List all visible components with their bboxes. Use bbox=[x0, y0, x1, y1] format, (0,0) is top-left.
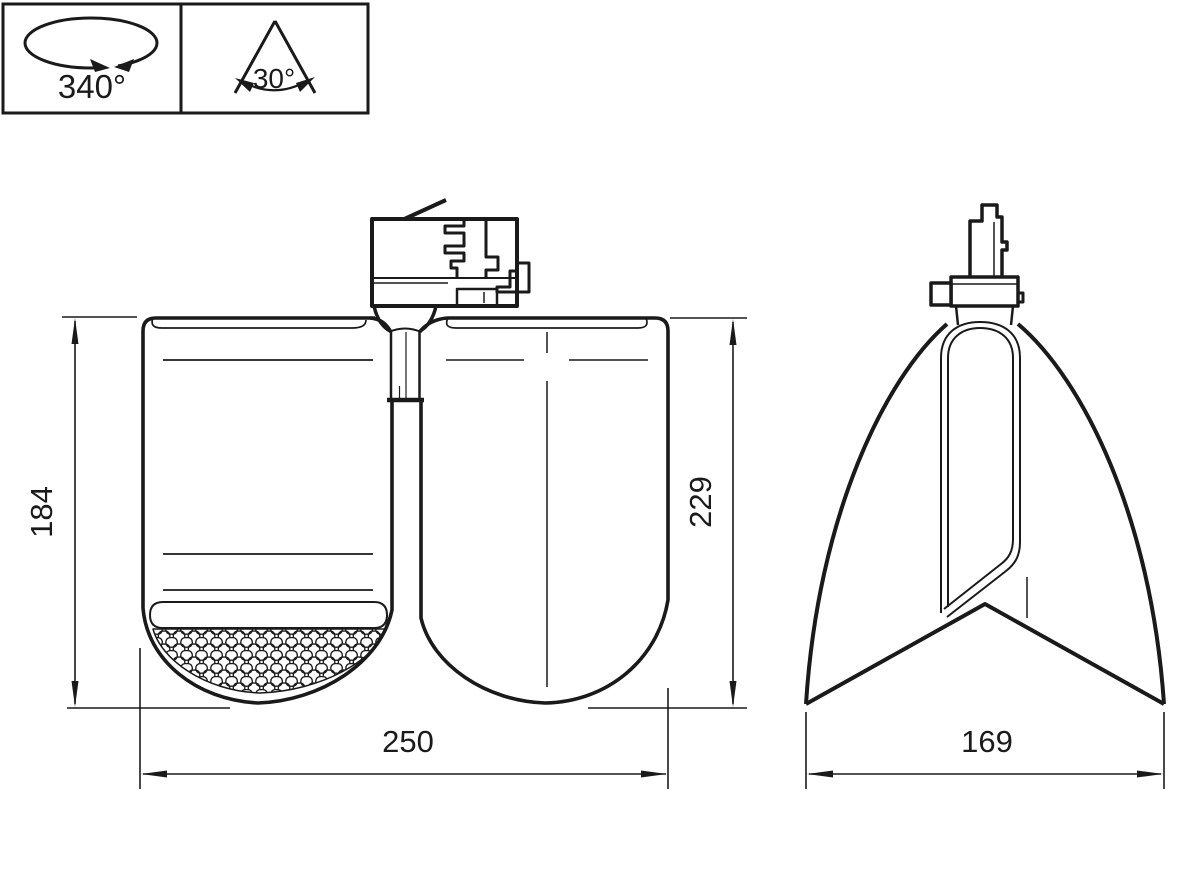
beam-angle-label: 30° bbox=[253, 63, 295, 94]
front-view bbox=[141, 198, 670, 705]
rotation-angle-label: 340° bbox=[58, 68, 126, 105]
right-lobe-rim-line bbox=[445, 317, 648, 329]
honeycomb-louvre bbox=[152, 628, 386, 694]
front-housing-right-lobe bbox=[419, 316, 670, 705]
overall-height-dimension-label: 229 bbox=[683, 476, 718, 528]
overall-width-dimension-label: 250 bbox=[382, 724, 434, 759]
front-height-dimension-label: 184 bbox=[24, 486, 59, 538]
overall-depth-dimension-label: 169 bbox=[961, 724, 1013, 759]
dimension-overall-width: 250 bbox=[139, 648, 669, 789]
dimension-overall-depth: 169 bbox=[805, 712, 1165, 789]
lens-band bbox=[149, 601, 388, 629]
left-lobe-rim-line bbox=[151, 317, 367, 329]
side-stirrup bbox=[940, 321, 1028, 618]
legend-box: 340° 30° bbox=[1, 2, 370, 115]
track-adapter-front bbox=[370, 198, 531, 308]
bottom-v-edge bbox=[805, 602, 1165, 706]
dimension-front-height: 184 bbox=[24, 316, 230, 709]
side-housing-bell bbox=[804, 322, 1166, 706]
legend-beam-cell: 30° bbox=[179, 2, 370, 115]
front-housing-left-lobe bbox=[141, 316, 394, 705]
beam-angle-triangle-icon bbox=[233, 20, 317, 94]
side-view bbox=[804, 203, 1166, 706]
dimensions: 184 229 250 169 bbox=[24, 316, 1165, 789]
dimension-overall-height: 229 bbox=[588, 317, 747, 709]
adapter-contact-comb bbox=[443, 219, 466, 277]
track-adapter-side bbox=[929, 203, 1025, 326]
centerline-cross bbox=[446, 332, 648, 687]
legend-rotation-cell: 340° bbox=[1, 2, 183, 115]
rotation-ellipse-icon bbox=[23, 16, 159, 74]
